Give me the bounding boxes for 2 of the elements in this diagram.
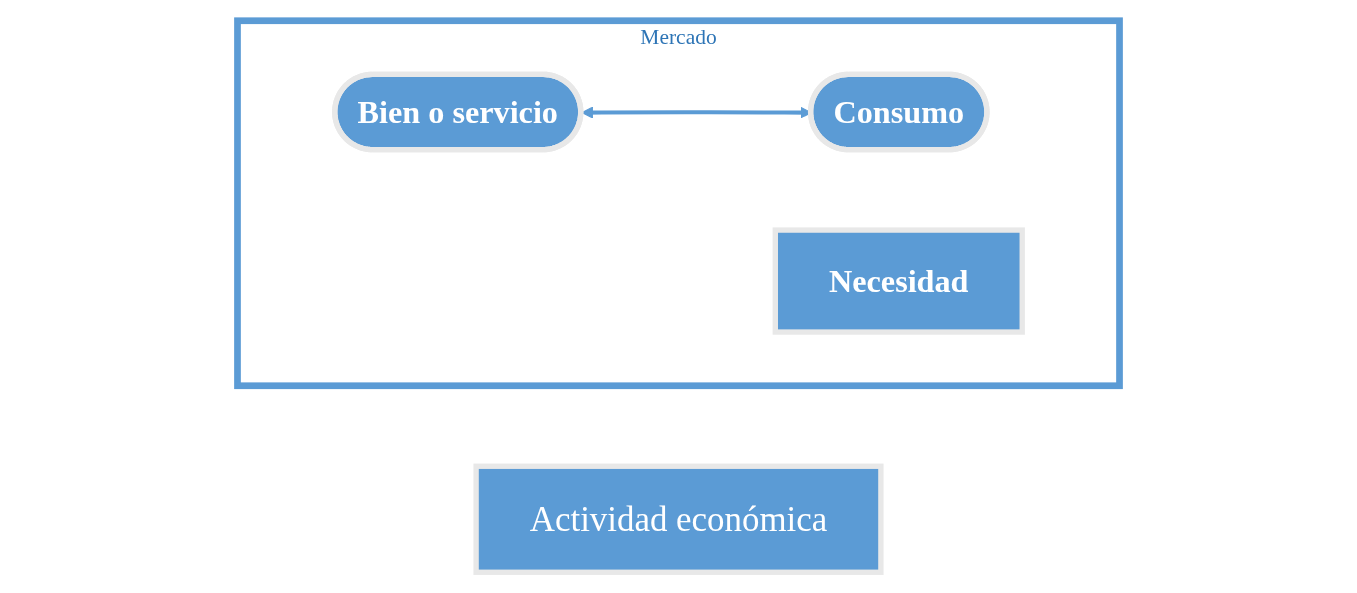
- node-box: Necesidad: [772, 227, 1025, 335]
- node-box: Actividad económica: [473, 463, 884, 575]
